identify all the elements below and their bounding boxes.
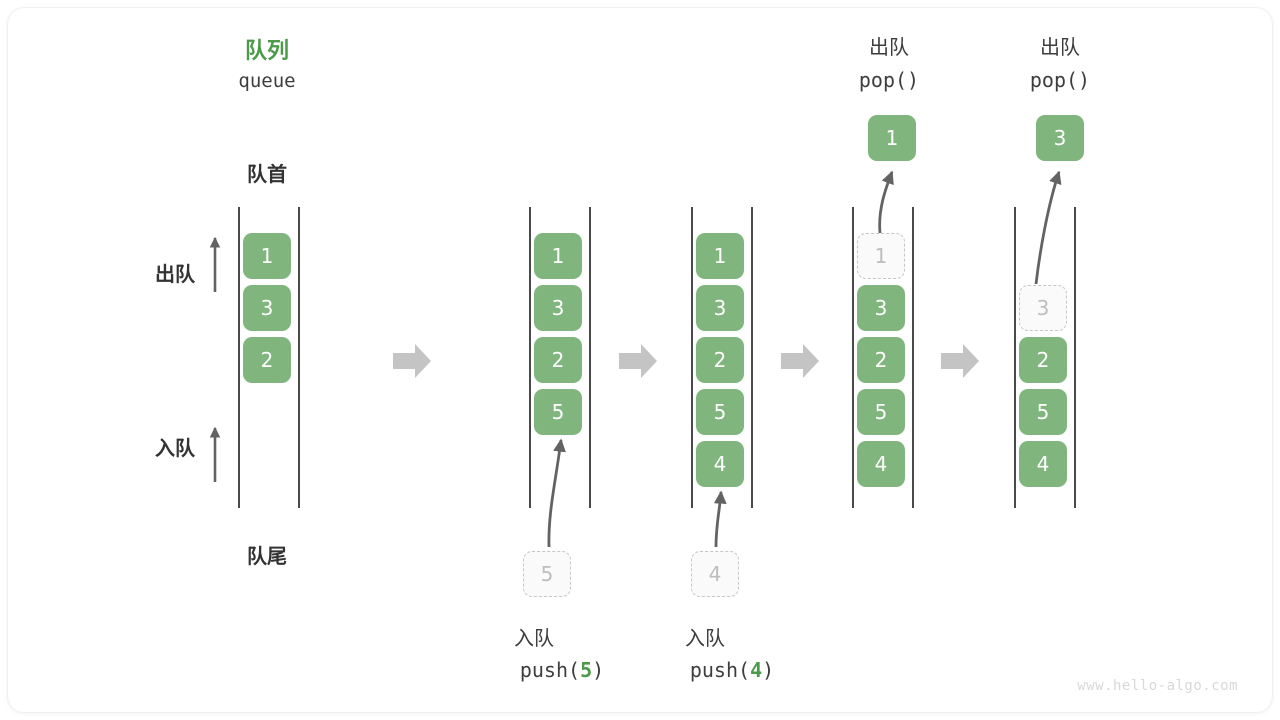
step-arrow-icon xyxy=(619,344,657,378)
pop-ghost-cell-1: 1 xyxy=(857,233,905,279)
queue-cell: 3 xyxy=(857,285,905,331)
enqueue-direction-label: 入队 xyxy=(155,438,195,460)
popped-cell-2: 3 xyxy=(1036,115,1084,161)
watermark: www.hello-algo.com xyxy=(1077,678,1238,694)
pop-caption-code-1: pop() xyxy=(858,68,920,92)
push-code-suffix-1: ) xyxy=(592,658,605,682)
pop-ghost-cell-2: 3 xyxy=(1019,285,1067,331)
queue-cell: 4 xyxy=(696,441,744,487)
push-code-suffix-2: ) xyxy=(762,658,775,682)
queue-head-label: 队首 xyxy=(247,164,287,186)
push-caption-code-1: push(5) xyxy=(520,658,604,682)
push-code-prefix-1: push( xyxy=(519,658,581,682)
queue-cell: 4 xyxy=(1019,441,1067,487)
queue-cell: 2 xyxy=(696,337,744,383)
queue-tail-label: 队尾 xyxy=(247,546,287,568)
queue-rail-right-3 xyxy=(751,207,753,508)
queue-cell: 2 xyxy=(1019,337,1067,383)
queue-rail-left-1 xyxy=(238,207,240,508)
queue-rail-left-3 xyxy=(691,207,693,508)
push-code-arg-2: 4 xyxy=(750,658,763,682)
queue-cell: 4 xyxy=(857,441,905,487)
step-arrow-icon xyxy=(781,344,819,378)
queue-cell: 3 xyxy=(243,285,291,331)
queue-cell: 3 xyxy=(696,285,744,331)
step-arrow-icon xyxy=(941,344,979,378)
queue-rail-right-5 xyxy=(1074,207,1076,508)
dequeue-direction-label: 出队 xyxy=(155,264,195,286)
queue-cell: 3 xyxy=(534,285,582,331)
queue-rail-right-2 xyxy=(589,207,591,508)
push-caption-cjk-2: 入队 xyxy=(685,628,725,650)
popped-cell-1: 1 xyxy=(868,115,916,161)
queue-cell: 1 xyxy=(534,233,582,279)
pop-caption-code-2: pop() xyxy=(1029,68,1091,92)
push-ghost-cell-2: 4 xyxy=(691,551,739,597)
queue-rail-left-5 xyxy=(1014,207,1016,508)
queue-cell: 2 xyxy=(857,337,905,383)
push-caption-cjk-1: 入队 xyxy=(514,628,554,650)
queue-rail-right-1 xyxy=(298,207,300,508)
queue-cell: 1 xyxy=(696,233,744,279)
diagram-title-en: queue xyxy=(238,70,296,92)
queue-rail-left-4 xyxy=(852,207,854,508)
queue-cell: 5 xyxy=(857,389,905,435)
step-arrow-icon xyxy=(393,344,431,378)
diagram-title-cjk: 队列 xyxy=(244,38,290,63)
queue-cell: 1 xyxy=(243,233,291,279)
pop-caption-cjk-1: 出队 xyxy=(869,37,909,59)
push-code-prefix-2: push( xyxy=(689,658,751,682)
queue-cell: 2 xyxy=(243,337,291,383)
queue-cell: 5 xyxy=(1019,389,1067,435)
push-caption-code-2: push(4) xyxy=(690,658,774,682)
queue-rail-left-2 xyxy=(529,207,531,508)
queue-cell: 5 xyxy=(696,389,744,435)
queue-cell: 5 xyxy=(534,389,582,435)
queue-rail-right-4 xyxy=(912,207,914,508)
queue-cell: 2 xyxy=(534,337,582,383)
pop-caption-cjk-2: 出队 xyxy=(1040,37,1080,59)
push-code-arg-1: 5 xyxy=(580,658,593,682)
push-ghost-cell-1: 5 xyxy=(523,551,571,597)
